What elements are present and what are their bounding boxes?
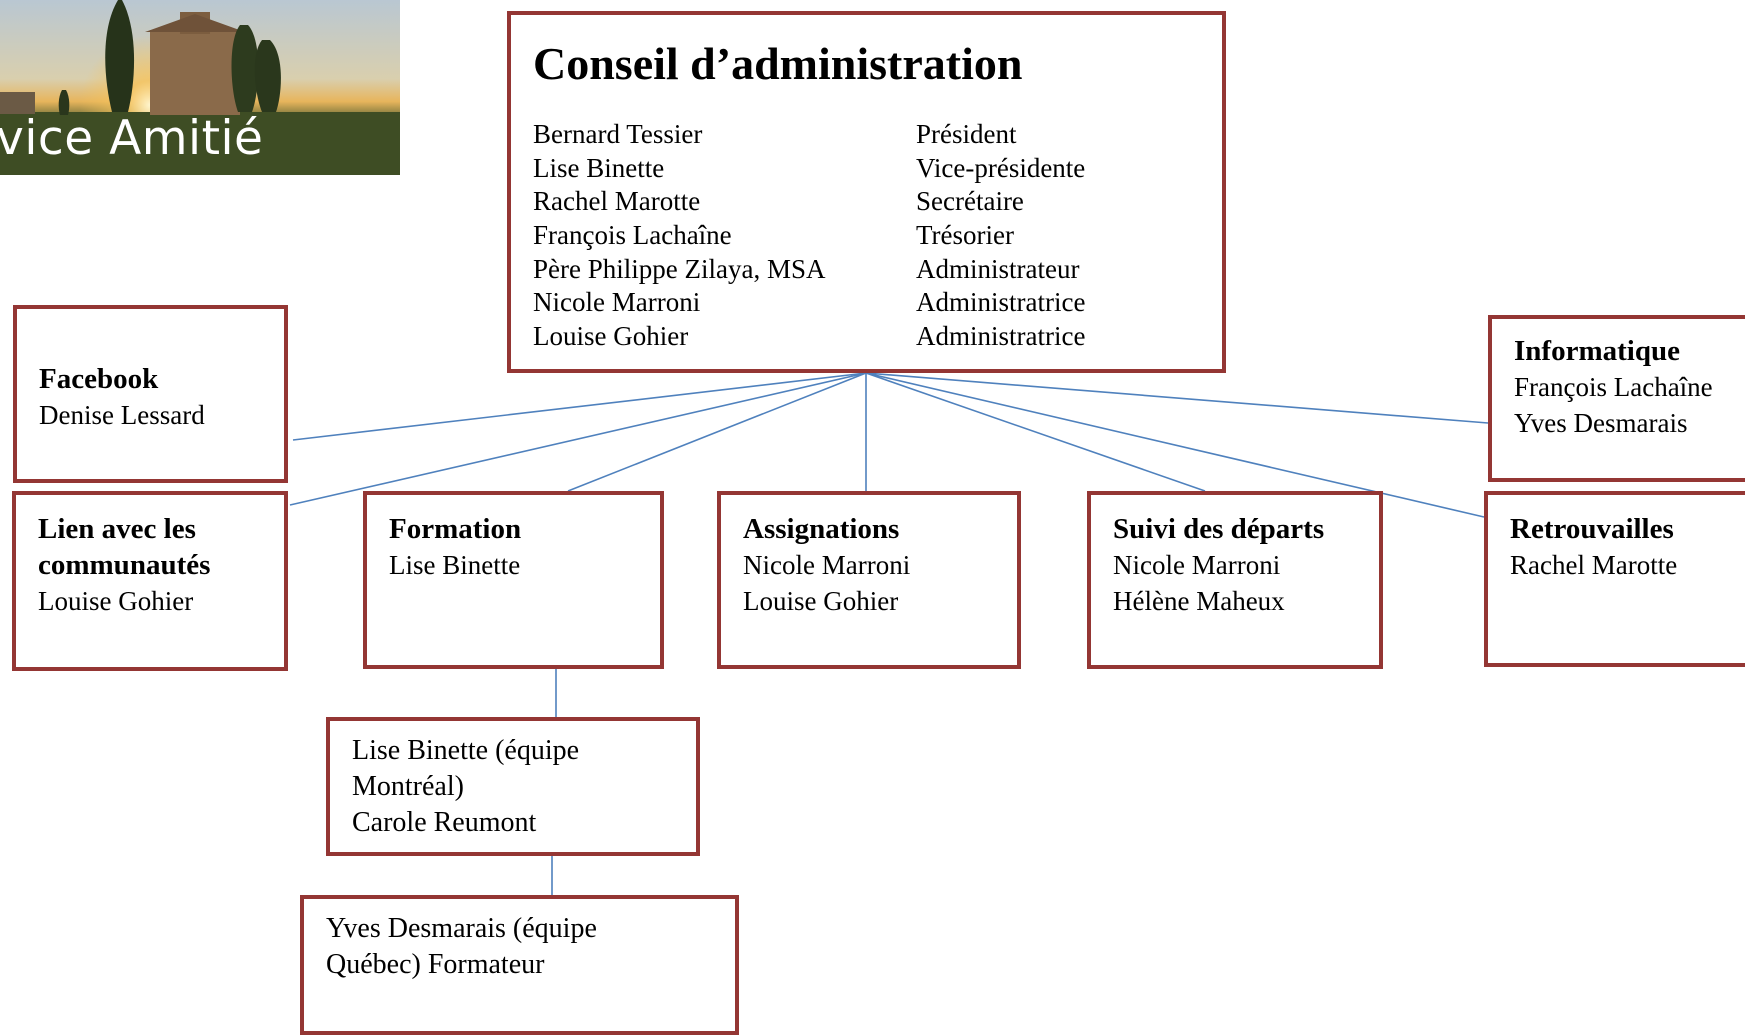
team-montreal-box: Lise Binette (équipe Montréal) Carole Re… [326, 717, 700, 856]
committee-title: Lien avec les [38, 513, 196, 545]
committee-title: Informatique [1514, 335, 1680, 367]
member-name: Louise Gohier [533, 321, 689, 352]
committee-member: Louise Gohier [743, 586, 899, 616]
committee-retrouvailles-box: Retrouvailles Rachel Marotte [1484, 491, 1745, 667]
member-role: Administratrice [916, 287, 1086, 318]
committee-member: Denise Lessard [39, 400, 205, 430]
committee-member: François Lachaîne [1514, 372, 1713, 402]
team-member-line: Lise Binette (équipe [352, 735, 580, 766]
committee-assignations-box: Assignations Nicole Marroni Louise Gohie… [717, 491, 1021, 669]
connector-informatique [865, 372, 1489, 424]
member-role: Trésorier [916, 220, 1014, 251]
member-role: Président [916, 119, 1017, 149]
member-role: Administrateur [916, 253, 1080, 284]
committee-member: Lise Binette [389, 550, 521, 580]
committee-title: Retrouvailles [1510, 513, 1674, 545]
connector-formation [567, 372, 867, 492]
member-role: Vice-présidente [916, 152, 1086, 183]
board-title: Conseil d’administration [533, 38, 1023, 89]
member-role: Administratrice [916, 321, 1086, 352]
team-member-line: Carole Reumont [352, 807, 537, 838]
committee-informatique-box: Informatique François Lachaîne Yves Desm… [1488, 315, 1745, 482]
member-name: François Lachaîne [533, 220, 732, 251]
team-member-line: Yves Desmarais (équipe [326, 913, 597, 944]
logo-landscape-image [0, 0, 400, 175]
member-name: Père Philippe Zilaya, MSA [533, 253, 826, 284]
committee-member: Rachel Marotte [1510, 550, 1678, 580]
committee-title: Facebook [39, 363, 159, 395]
member-name: Lise Binette [533, 152, 665, 183]
member-name: Rachel Marotte [533, 186, 701, 217]
team-member-line: Québec) Formateur [326, 949, 545, 980]
member-name: Bernard Tessier [533, 119, 703, 149]
committee-lien-communautes-box: Lien avec les communautés Louise Gohier [12, 491, 288, 671]
committee-formation-box: Formation Lise Binette [363, 491, 664, 669]
connector-facebook [292, 372, 867, 441]
connector-lien [289, 372, 867, 506]
committee-member: Hélène Maheux [1113, 586, 1285, 616]
committee-member: Nicole Marroni [1113, 550, 1281, 580]
member-name: Nicole Marroni [533, 287, 701, 318]
committee-suivi-departs-box: Suivi des départs Nicole Marroni Hélène … [1087, 491, 1383, 669]
committee-title: Suivi des départs [1113, 513, 1325, 545]
service-amitie-logo: vice Amitié [0, 0, 400, 175]
committee-title: Formation [389, 513, 522, 545]
team-quebec-box: Yves Desmarais (équipe Québec) Formateur [300, 895, 739, 1035]
committee-member: Louise Gohier [38, 586, 194, 616]
board-of-directors-box: Conseil d’administration Bernard Tessier… [507, 11, 1226, 373]
team-member-line: Montréal) [352, 771, 464, 802]
connector-suivi [865, 372, 1206, 492]
committee-facebook-box: Facebook Denise Lessard [13, 305, 288, 483]
logo-text: vice Amitié [0, 111, 264, 166]
committee-title-continued: communautés [38, 549, 211, 581]
committee-title: Assignations [743, 513, 900, 545]
committee-member: Yves Desmarais [1514, 408, 1688, 438]
member-role: Secrétaire [916, 186, 1024, 217]
committee-member: Nicole Marroni [743, 550, 911, 580]
